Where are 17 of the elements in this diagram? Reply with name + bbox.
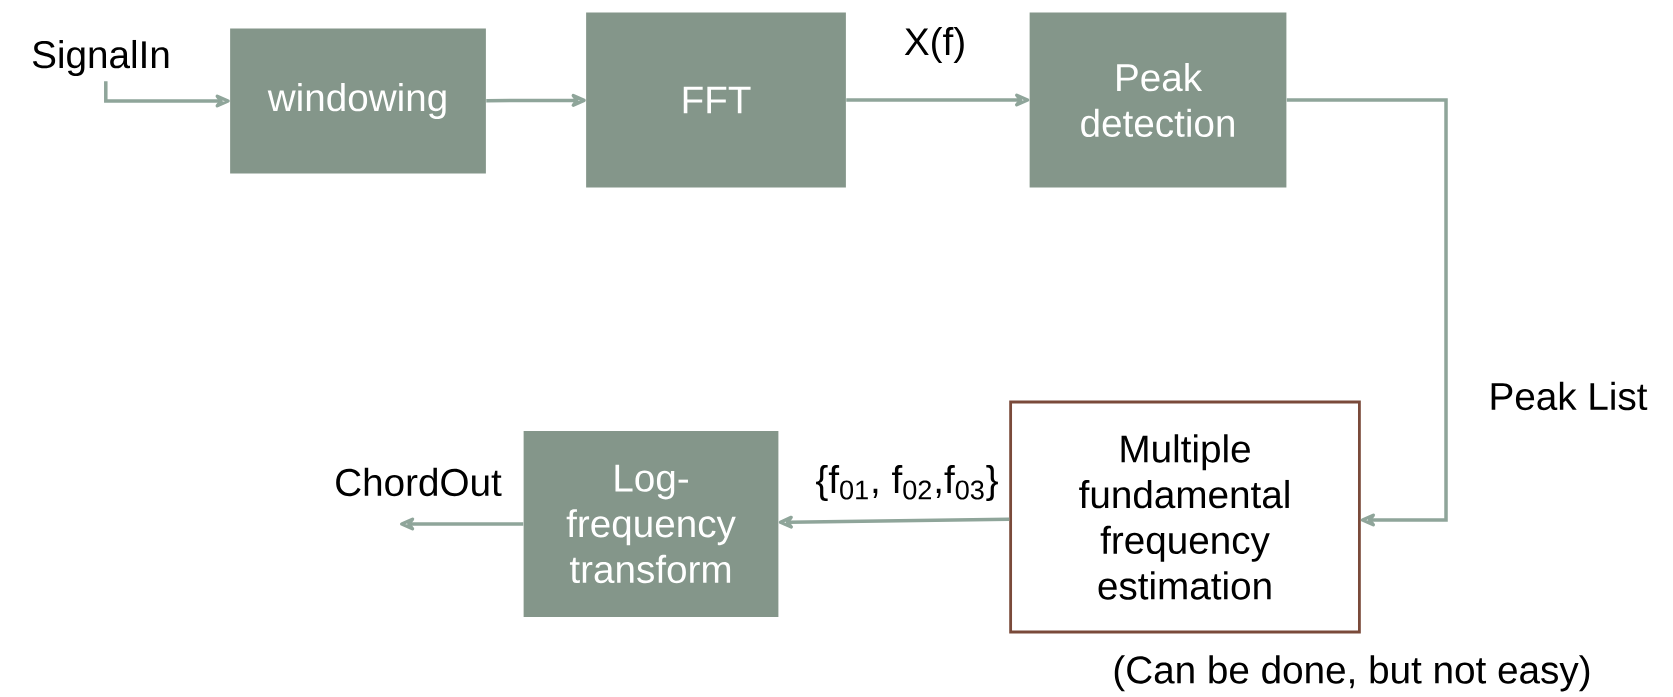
process-box: Peak detection: [1029, 12, 1287, 188]
arrow: [104, 81, 230, 108]
arrow: [486, 93, 586, 107]
edge-label: {f$_{01}$, f$_{02}$,f$_{03}$}: [816, 464, 998, 501]
process-box: Multiple fundamental frequency estimation: [1009, 400, 1361, 634]
signal-label: SignalIn: [32, 39, 169, 76]
process-box: windowing: [230, 28, 486, 174]
signal-label: ChordOut: [336, 467, 502, 497]
edge-label: X(f): [904, 26, 964, 63]
process-box: Log-frequency transform: [523, 431, 779, 617]
edge-label: Peak List: [1491, 381, 1648, 411]
arrow: [400, 517, 524, 531]
arrow: [846, 93, 1030, 107]
arrow: [1286, 98, 1448, 527]
process-box: FFT: [586, 12, 846, 188]
node-label: (Can be done, but not easy): [1114, 655, 1590, 692]
arrow: [778, 515, 1010, 529]
